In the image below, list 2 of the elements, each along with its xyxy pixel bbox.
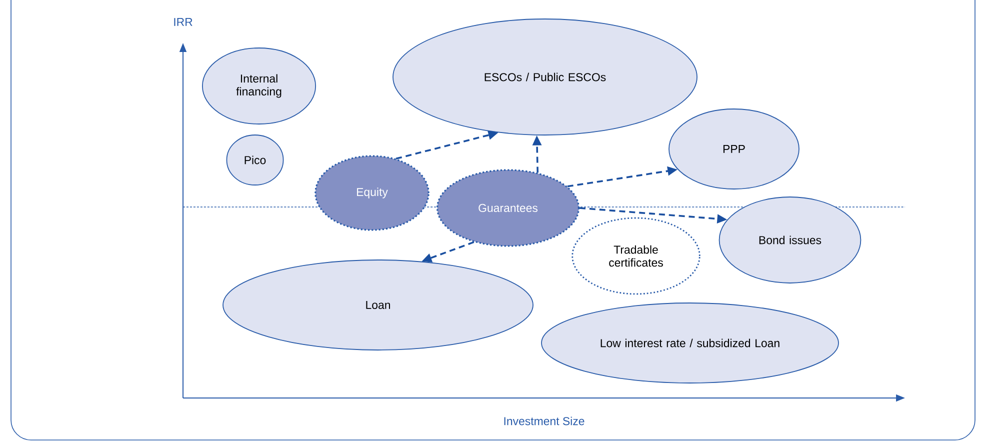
axis-label: Investment Size bbox=[504, 416, 584, 426]
axis-label: IRR bbox=[174, 18, 192, 26]
